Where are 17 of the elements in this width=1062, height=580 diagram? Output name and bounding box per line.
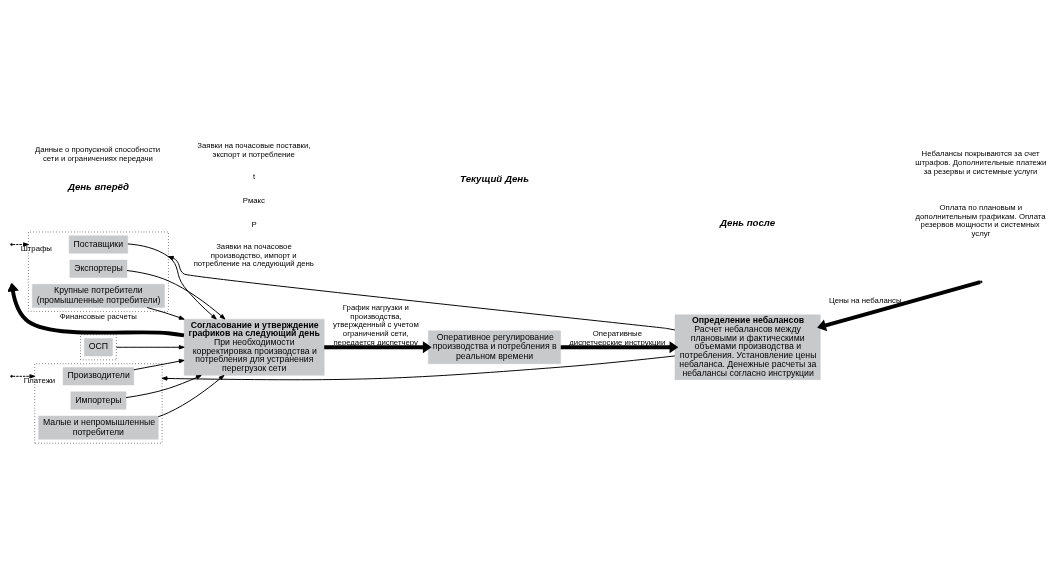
edge-label: Штрафы <box>20 243 52 253</box>
edge-label: Оперативные диспетчерские инструкции <box>569 329 666 347</box>
label: Данные о пропускной способности сети и ограничениях передачи <box>34 144 161 163</box>
label: Оплата по плановым и дополнительным графикам. Оплата резервов мощности и системных услуг <box>915 203 1046 239</box>
label: Заявки на почасовое производство, импорт и потребление на следующий день <box>193 241 314 269</box>
label: t <box>252 171 256 181</box>
edge-label: Платежи <box>23 375 56 385</box>
label: День вперёд <box>67 181 129 193</box>
edge-label: График нагрузки и производства, утвержденный с учетом ограничений сети, передается диспетчеру <box>332 302 419 347</box>
edge-label: Финансовые расчеты <box>59 312 137 322</box>
label: Небалансы покрываются за счет штрафов. Дополнительные платежи за резервы и системные услуги <box>915 149 1047 176</box>
edge-label: Цены на небалансы <box>829 295 902 305</box>
label: P <box>251 220 257 230</box>
label: Заявки на почасовые поставки, экспорт и потребление <box>197 141 311 159</box>
label: Текущий День <box>460 173 529 185</box>
label: День после <box>720 216 776 228</box>
label: Pмакс <box>242 195 265 205</box>
